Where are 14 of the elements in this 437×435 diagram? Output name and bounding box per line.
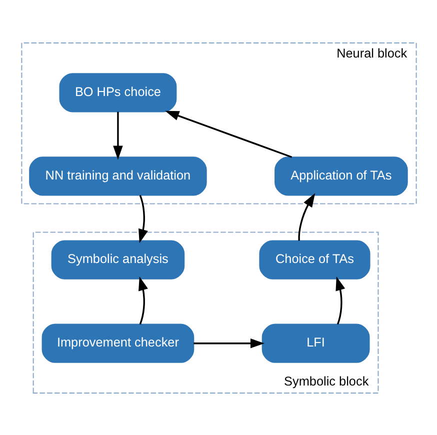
arrow [335, 276, 345, 324]
arrow [298, 192, 315, 240]
arrow [164, 110, 292, 158]
node-box: Application of TAs [274, 156, 408, 196]
arrow [193, 338, 264, 348]
node-box: Improvement checker [41, 323, 194, 362]
node-box: Symbolic analysis [50, 240, 184, 279]
node-box: NN training and validation [28, 156, 206, 196]
arrow [112, 111, 122, 160]
arrow [138, 194, 148, 243]
node-box: Choice of TAs [258, 240, 370, 279]
node-box: BO HPs choice [58, 72, 176, 112]
node-box: LFI [261, 323, 370, 362]
arrow [138, 276, 148, 324]
